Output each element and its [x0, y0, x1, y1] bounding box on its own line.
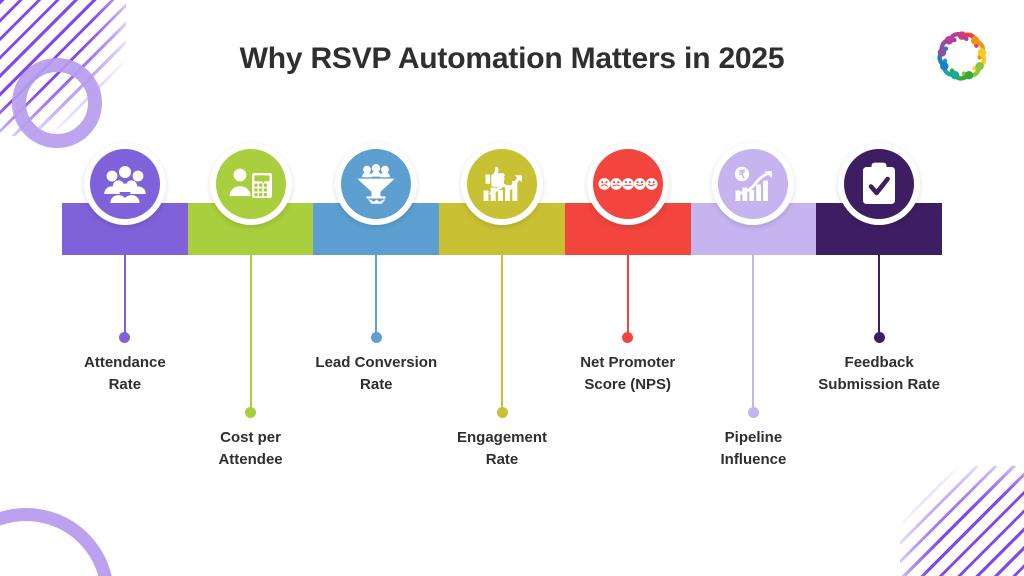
connector-dot: [245, 407, 257, 418]
page-title: Why RSVP Automation Matters in 2025: [239, 42, 785, 75]
sales-funnel-handshake-icon: [341, 149, 412, 219]
connector-lead-conversion-rate: [366, 255, 386, 347]
icon-node-engagement-rate[interactable]: [461, 143, 543, 225]
rupee-growth-chart-icon: ₹: [718, 149, 789, 219]
label-lead-conversion-rate: Lead Conversion Rate: [266, 352, 486, 396]
connector-line: [878, 255, 881, 335]
label-line-1: Pipeline: [724, 429, 783, 446]
decorative-stripes-bottom-right: [900, 466, 1024, 576]
decorative-ring-bottom-left: [0, 508, 114, 576]
label-line-2: Submission Rate: [818, 375, 940, 393]
connector-line: [626, 255, 629, 335]
icon-node-pipeline-influence[interactable]: ₹: [712, 143, 795, 225]
person-calculator-rupee-icon: ₹: [215, 149, 286, 219]
icon-node-lead-conversion-rate[interactable]: [335, 143, 418, 225]
connector-line: [249, 255, 252, 410]
connector-line: [375, 255, 378, 335]
label-line-1: Cost per: [220, 429, 281, 446]
label-pipeline-influence: Pipeline Influence: [643, 427, 863, 471]
label-line-2: Rate: [485, 450, 519, 468]
connector-dot: [873, 332, 885, 343]
label-line-2: Rate: [360, 375, 393, 393]
label-line-1: Net Promoter: [580, 354, 676, 371]
connector-net-promoter-score: [618, 255, 638, 347]
svg-text:₹: ₹: [739, 169, 746, 181]
label-line-2: Score (NPS): [584, 375, 672, 393]
connector-dot: [496, 407, 508, 418]
label-line-1: Engagement: [456, 429, 547, 446]
satisfaction-faces-scale-icon: [592, 149, 663, 219]
label-line-1: Lead Conversion: [315, 354, 438, 371]
label-line-2: Influence: [720, 450, 787, 468]
people-group-icon: [89, 149, 160, 219]
connector-dot: [622, 332, 634, 343]
label-line-2: Rate: [108, 375, 142, 393]
connector-line: [123, 255, 126, 335]
label-line-1: Attendance: [84, 354, 166, 371]
label-engagement-rate: Engagement Rate: [392, 427, 612, 471]
icon-node-feedback-submission-rate[interactable]: [838, 143, 921, 225]
label-attendance-rate: Attendance Rate: [15, 352, 235, 396]
connector-pipeline-influence: [743, 255, 763, 422]
label-cost-per-attendee: Cost per Attendee: [141, 427, 361, 471]
connector-feedback-submission-rate: [869, 255, 889, 347]
connector-line: [752, 255, 755, 410]
icon-node-cost-per-attendee[interactable]: ₹: [209, 143, 292, 225]
company-network-logo: [928, 22, 996, 90]
icon-node-net-promoter-score[interactable]: [586, 143, 669, 225]
connector-dot: [370, 332, 382, 343]
connector-attendance-rate: [115, 255, 135, 347]
connector-dot: [747, 407, 759, 418]
svg-text:₹: ₹: [259, 174, 266, 185]
connector-dot: [119, 332, 131, 343]
label-line-1: Feedback: [844, 354, 914, 371]
connector-engagement-rate: [492, 255, 512, 422]
connector-cost-per-attendee: [241, 255, 261, 422]
clipboard-check-icon: [844, 149, 915, 219]
connector-line: [501, 255, 503, 410]
label-line-2: Attendee: [218, 450, 283, 468]
label-feedback-submission-rate: Feedback Submission Rate: [769, 352, 989, 396]
label-net-promoter-score: Net Promoter Score (NPS): [518, 352, 738, 396]
thumbs-up-growth-chart-icon: [467, 149, 537, 219]
icon-node-attendance-rate[interactable]: [83, 143, 166, 225]
